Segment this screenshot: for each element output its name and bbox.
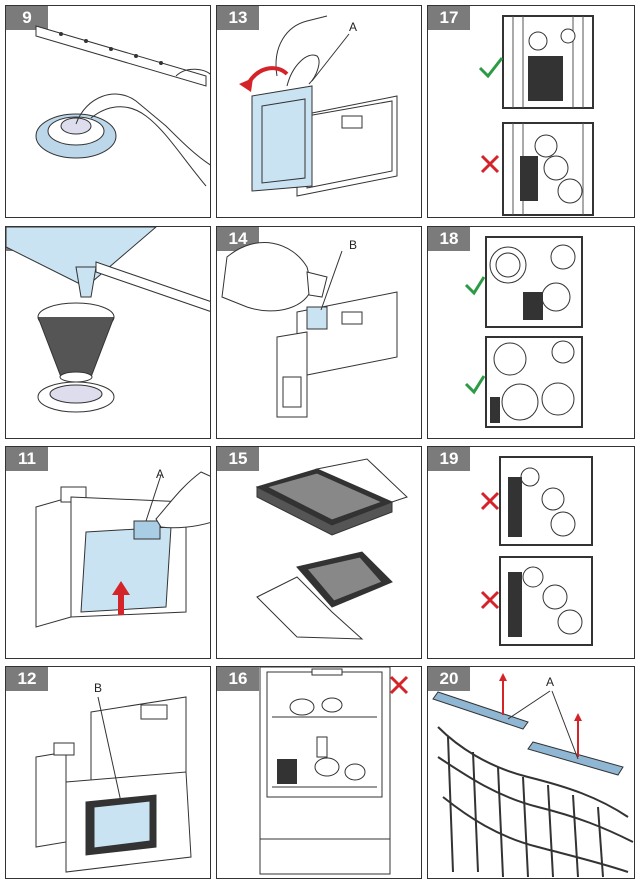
- step-number: 11: [6, 447, 48, 471]
- rinse-aid-filling-illustration: [221, 242, 398, 418]
- step-13-panel: 13 A: [216, 5, 422, 218]
- step-10-panel: 10: [5, 226, 211, 439]
- step-number: 20: [428, 667, 470, 691]
- cover-opening-illustration: [239, 15, 398, 197]
- step-number: 19: [428, 447, 470, 471]
- step-number: 18: [428, 227, 470, 251]
- step-16-panel: 16: [216, 666, 422, 879]
- lower-rack-loading-illustration: [464, 236, 583, 428]
- callout-label: A: [546, 675, 555, 689]
- folding-spikes-illustration: [432, 673, 634, 878]
- step-number: 13: [217, 6, 259, 30]
- filter-rinsing-illustration: [6, 227, 210, 413]
- step-19-panel: 19: [427, 446, 635, 659]
- filter-removal-illustration: [35, 25, 210, 187]
- step-number: 17: [428, 6, 470, 30]
- cross-mark-icon: [480, 590, 500, 610]
- cover-closing-illustration: [35, 471, 210, 628]
- step-9-panel: 9: [5, 5, 211, 218]
- step-14-panel: 14 B: [216, 226, 422, 439]
- step-number: 16: [217, 667, 259, 691]
- step-20-panel: 20 A: [427, 666, 635, 879]
- callout-label: A: [156, 467, 165, 481]
- callout-label: B: [349, 238, 358, 252]
- detergent-dispenser-illustration: [35, 696, 192, 873]
- upper-rack-wrong-loading-illustration: [480, 456, 593, 646]
- step-17-panel: 17: [427, 5, 635, 218]
- cross-mark-icon: [389, 675, 409, 695]
- cross-mark-icon: [480, 491, 500, 511]
- check-mark-icon: [464, 375, 486, 395]
- step-15-panel: 15: [216, 446, 422, 659]
- callout-label: B: [94, 681, 103, 695]
- check-mark-icon: [478, 57, 504, 79]
- step-11-panel: 11 A: [5, 446, 211, 659]
- step-number: 12: [6, 667, 48, 691]
- check-mark-icon: [464, 276, 486, 296]
- step-number: 9: [6, 6, 48, 30]
- callout-label: A: [349, 20, 358, 34]
- cross-mark-icon: [480, 154, 500, 174]
- step-18-panel: 18: [427, 226, 635, 439]
- step-number: 15: [217, 447, 259, 471]
- dishwasher-overload-illustration: [259, 667, 409, 875]
- step-12-panel: 12 B: [5, 666, 211, 879]
- cutlery-tray-illustration: [255, 458, 408, 640]
- cutlery-rack-loading-illustration: [478, 15, 594, 216]
